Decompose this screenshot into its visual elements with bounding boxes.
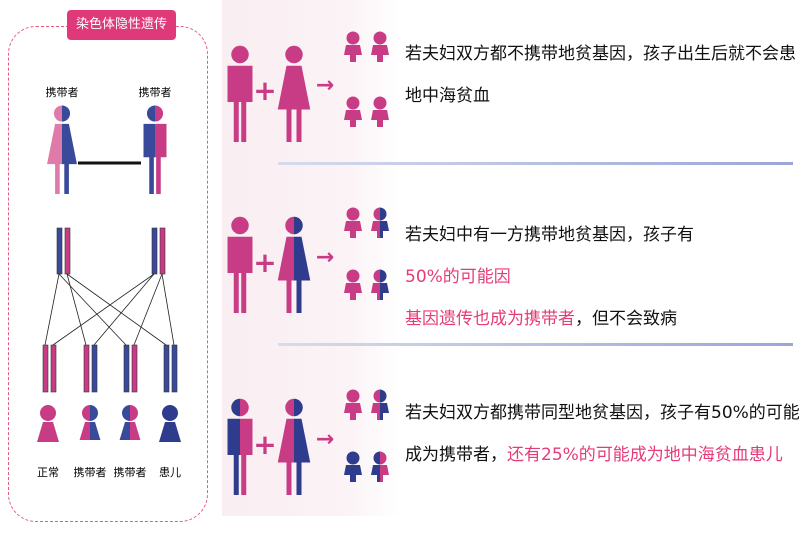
scenario-2-text: 若夫妇中有一方携带地贫基因，孩子有 50%的可能因 基因遗传也成为携带者，但不会致… — [405, 214, 795, 340]
scenario-3-text: 若夫妇双方都携带同型地贫基因，孩子有50%的可能 成为携带者，还有25%的可能成… — [405, 392, 800, 476]
scenario-2-line2a: 基因遗传也成为携带者 — [405, 309, 575, 329]
scenario-3-parents: + → — [227, 398, 334, 495]
arrow-icon: → — [316, 427, 334, 452]
inheritance-lines — [44, 273, 175, 346]
normal-baby-icon — [344, 207, 362, 238]
scenario-2-line1a: 若夫妇中有一方携带地贫基因，孩子有 — [405, 225, 694, 245]
plus-icon: + — [253, 246, 276, 279]
scenario-2-parents: + → — [227, 216, 334, 313]
normal-mother-icon — [277, 45, 311, 142]
scenario-1-line2: 地中海贫血 — [405, 86, 490, 106]
scenario-2-line1b: 50%的可能因 — [405, 267, 511, 287]
scenario-2-children — [344, 207, 389, 300]
scenario-3-children — [344, 389, 389, 482]
normal-baby-icon — [344, 389, 362, 420]
scenario-1-line1: 若夫妇双方都不携带地贫基因，孩子出生后就不会患 — [405, 44, 796, 64]
child-label-carrier-2: 携带者 — [114, 465, 147, 479]
panel-title: 染色体隐性遗传 — [67, 10, 177, 40]
normal-father-icon — [227, 216, 253, 313]
scenario-1-text: 若夫妇双方都不携带地贫基因，孩子出生后就不会患 地中海贫血 — [405, 33, 796, 117]
child-label-normal: 正常 — [37, 466, 59, 479]
normal-baby-icon — [344, 31, 362, 62]
child-label-affected: 患儿 — [159, 466, 181, 479]
child-chromosomes — [42, 344, 178, 393]
parent-label-father: 携带者 — [139, 85, 172, 99]
normal-baby-icon — [344, 96, 362, 127]
row-divider — [278, 343, 793, 346]
child-label-carrier-1: 携带者 — [74, 465, 107, 479]
scenario-3-line2b: 还有25%的可能成为地中海贫血患儿 — [507, 445, 783, 465]
scenario-1-parents: + → — [227, 45, 334, 142]
normal-baby-icon — [371, 31, 389, 62]
scenario-3-line2a: 成为携带者， — [405, 445, 507, 465]
parent-label-mother: 携带者 — [46, 85, 79, 99]
arrow-icon: → — [316, 245, 334, 270]
row-divider — [278, 162, 793, 165]
scenario-1-children — [344, 31, 389, 127]
normal-baby-icon — [344, 269, 362, 300]
affected-baby-icon — [344, 451, 362, 482]
scenario-2-line2b: ，但不会致病 — [575, 309, 677, 329]
plus-icon: + — [253, 74, 276, 107]
normal-baby-icon — [371, 96, 389, 127]
arrow-icon: → — [316, 73, 334, 98]
normal-father-icon — [227, 45, 253, 142]
scenario-3-line1: 若夫妇双方都携带同型地贫基因，孩子有50%的可能 — [405, 403, 800, 423]
plus-icon: + — [253, 428, 276, 461]
